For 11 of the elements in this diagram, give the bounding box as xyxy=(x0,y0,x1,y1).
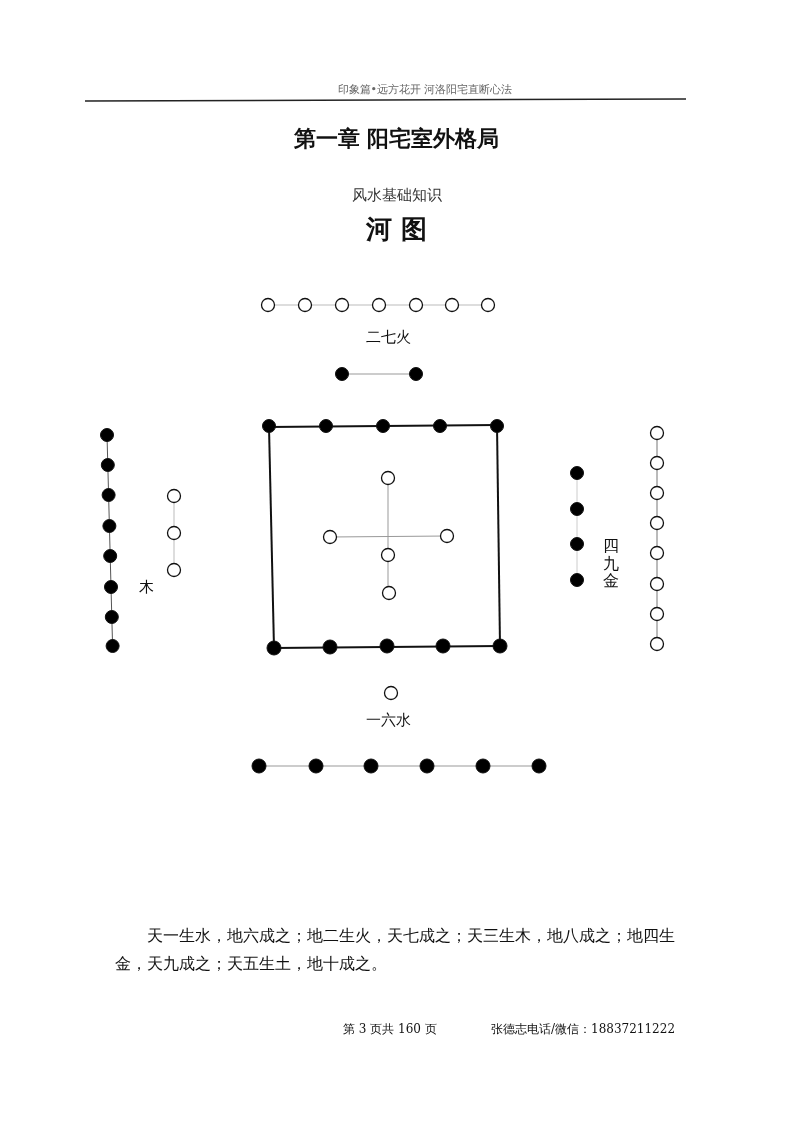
element-label: 一六水 xyxy=(364,711,412,730)
contact-info: 张德志电话/微信：18837211222 xyxy=(491,1021,676,1038)
chapter-title: 第一章 阳宅室外格局 xyxy=(292,124,501,153)
element-label: 二七火 xyxy=(364,328,412,347)
body-paragraph: 天一生水，地六成之；地二生火，天七成之；天三生木，地八成之；地四生金，天九成之；天五生土，地十成之。 xyxy=(115,925,676,975)
page-number: 第 3 页共 160 页 xyxy=(343,1021,437,1038)
element-label: 四九金 xyxy=(603,537,619,590)
diagram-heading: 河 图 xyxy=(364,213,429,246)
section-heading: 风水基础知识 xyxy=(350,186,443,205)
element-label: 木 xyxy=(139,578,154,597)
running-header: 印象篇•远方花开 河洛阳宅直断心法 xyxy=(336,82,514,97)
